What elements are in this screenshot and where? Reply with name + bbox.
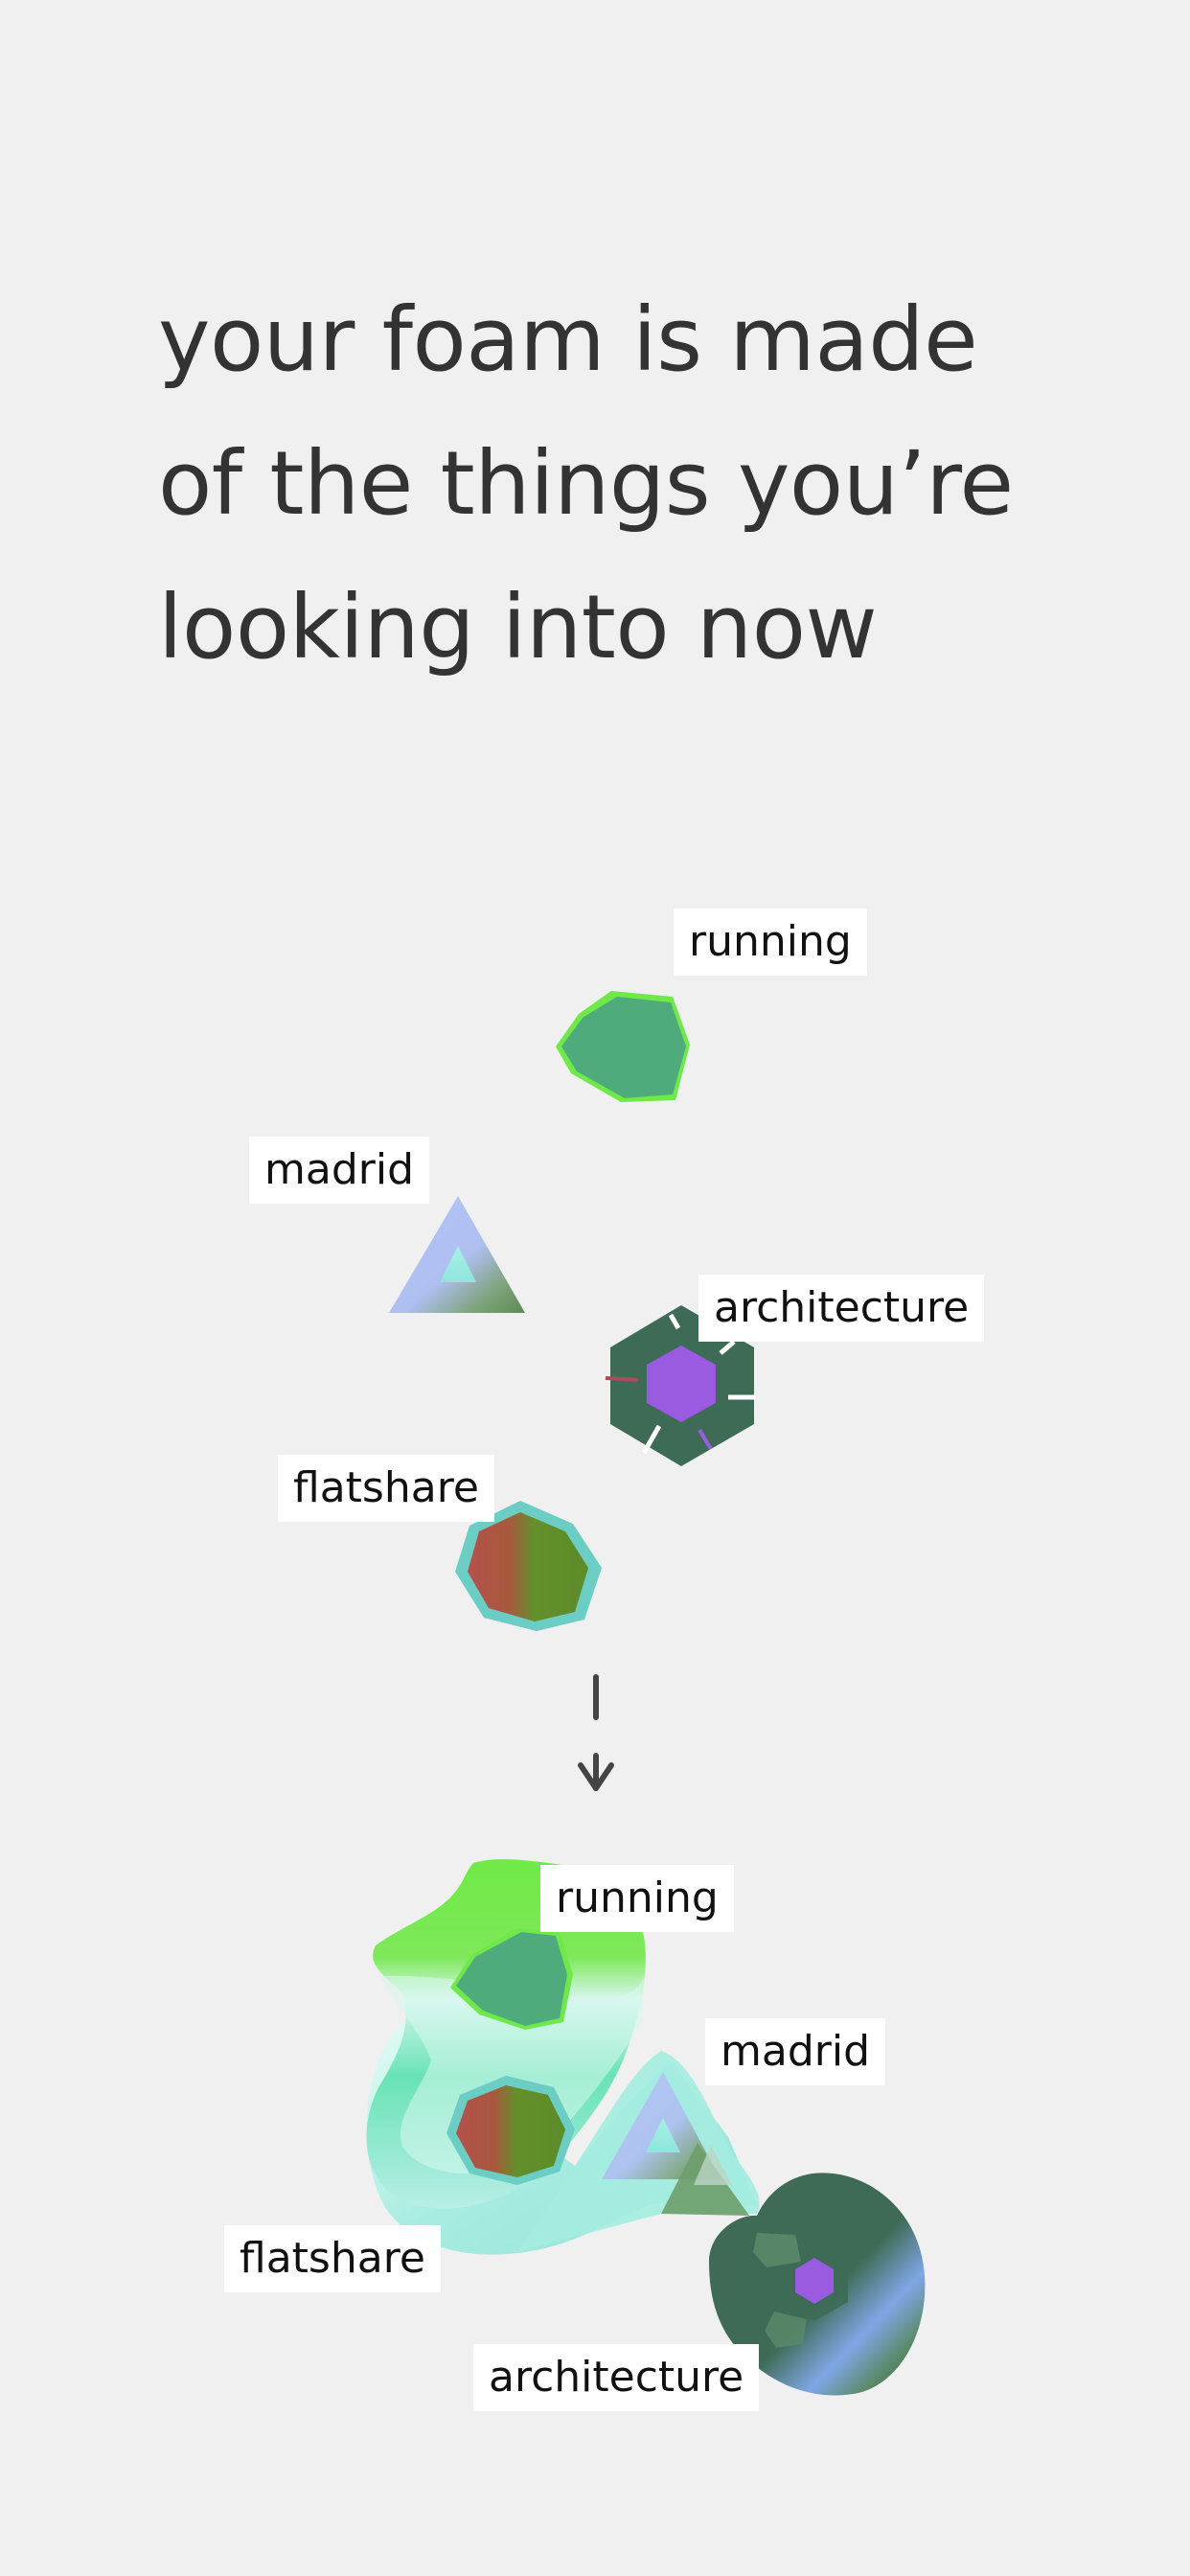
- label-architecture-merged: architecture: [473, 2344, 760, 2411]
- flatshare-bubble: [455, 1501, 602, 1631]
- madrid-bubble: [389, 1196, 525, 1313]
- label-running: running: [674, 908, 867, 976]
- title-line-3: looking into now: [158, 576, 878, 678]
- label-flatshare-merged: flatshare: [224, 2225, 441, 2292]
- title-line-2: of the things you’re: [158, 432, 1014, 535]
- label-flatshare: flatshare: [278, 1455, 494, 1522]
- label-madrid-merged: madrid: [705, 2018, 885, 2085]
- foam-cluster: [366, 1859, 926, 2396]
- label-architecture: architecture: [698, 1275, 985, 1342]
- title-line-1: your foam is made: [158, 288, 978, 391]
- label-madrid: madrid: [249, 1137, 429, 1204]
- arrow-down-icon: [578, 1674, 614, 1791]
- architecture-bubble: [605, 1305, 755, 1466]
- running-bubble: [556, 991, 690, 1102]
- page-title: your foam is made of the things you’re l…: [158, 268, 1078, 700]
- label-running-merged: running: [540, 1865, 734, 1932]
